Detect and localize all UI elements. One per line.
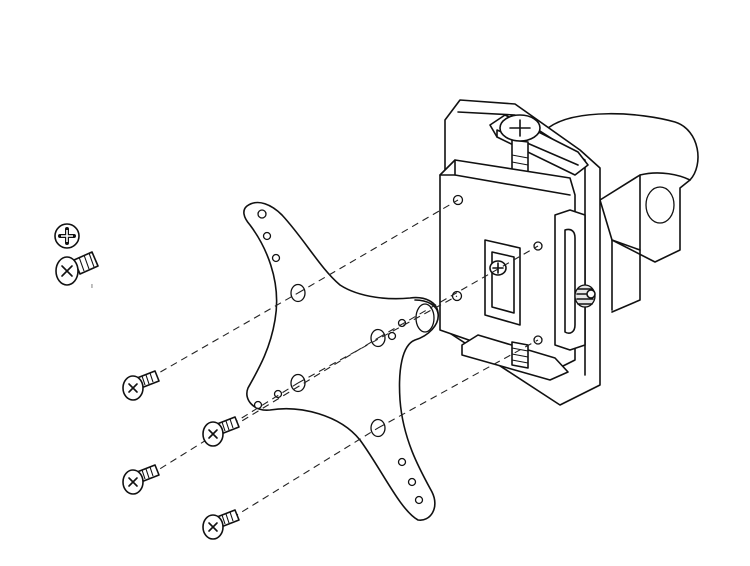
screw-legend: ı <box>54 223 99 290</box>
phillips-screw-side-icon <box>55 251 99 286</box>
mounting-screw <box>122 370 160 401</box>
mounting-screw <box>202 416 240 447</box>
bottom-clamp-screw <box>511 341 529 369</box>
phillips-screw-head-icon <box>54 223 80 249</box>
legend-marker: ı <box>91 283 93 290</box>
vesa-adapter-plate <box>243 201 439 521</box>
center-screw-icon <box>489 260 507 276</box>
mounting-screw <box>202 509 240 540</box>
mounting-screw <box>122 464 160 495</box>
mount-bracket-assembly <box>439 99 699 406</box>
side-knob <box>574 284 596 308</box>
